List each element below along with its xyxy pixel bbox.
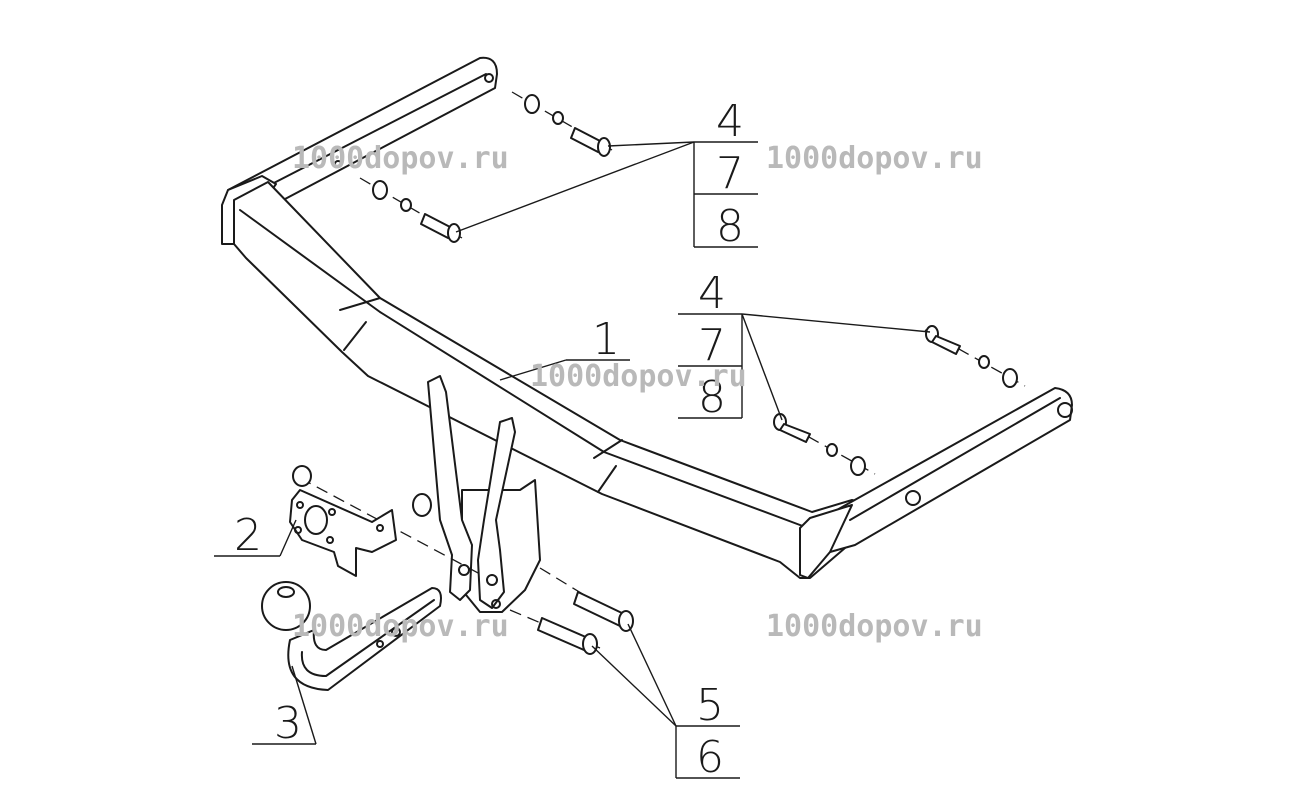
callout-bottom-6: 6 <box>696 732 724 783</box>
callout-bottom-5: 5 <box>696 680 724 731</box>
right-fasteners <box>773 325 1026 476</box>
callout-socket-plate: 2 <box>234 510 262 561</box>
watermark-top-left: 1000dopov.ru <box>292 141 509 176</box>
callout-middle-right-8: 8 <box>698 372 726 423</box>
bottom-bolts <box>509 567 634 655</box>
watermark-center: 1000dopov.ru <box>530 359 747 394</box>
watermark-bottom-left: 1000dopov.ru <box>292 609 509 644</box>
tow-ball-neck <box>261 581 442 691</box>
callout-top-right-4: 4 <box>716 96 744 147</box>
callout-middle-right-7: 7 <box>698 320 726 371</box>
watermark-bottom-right: 1000dopov.ru <box>766 609 983 644</box>
ball-mount-brackets <box>427 375 541 613</box>
callout-middle-right-4: 4 <box>698 268 726 319</box>
callout-top-right-8: 8 <box>716 201 744 252</box>
callout-main-bar: 1 <box>592 314 620 365</box>
callout-top-right-7: 7 <box>716 148 744 199</box>
top-left-fasteners <box>359 91 613 243</box>
socket-plate <box>289 465 481 577</box>
watermark-top-right: 1000dopov.ru <box>766 141 983 176</box>
main-cross-beam <box>221 56 1073 579</box>
leader-lines <box>214 141 931 779</box>
callout-tow-ball: 3 <box>274 698 302 749</box>
